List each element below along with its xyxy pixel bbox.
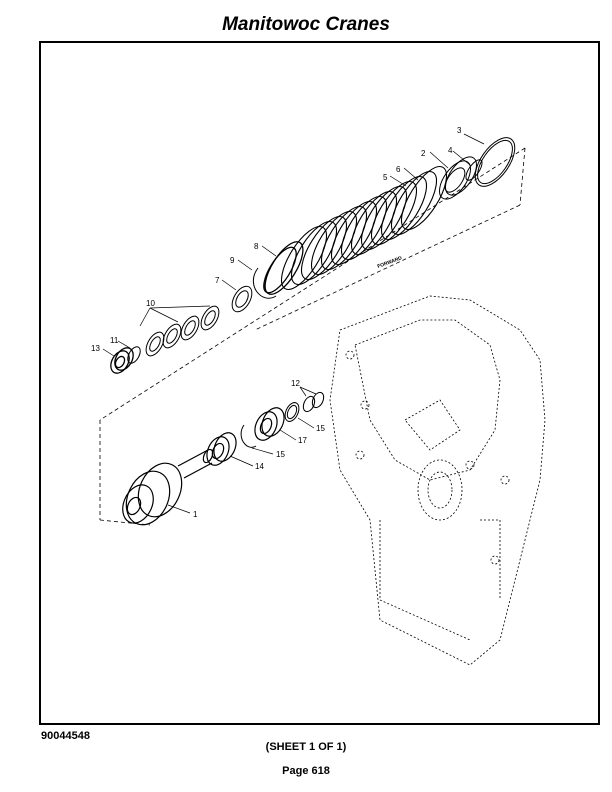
ring-15-upper <box>284 402 300 422</box>
diagram-frame <box>39 41 600 725</box>
seal-ring-3 <box>474 137 516 187</box>
callout-3: 3 <box>457 126 462 135</box>
sheet-indicator: (SHEET 1 OF 1) <box>265 741 347 753</box>
callout-17: 17 <box>298 436 307 445</box>
piston-8 <box>263 241 304 295</box>
callout-4: 4 <box>448 146 453 155</box>
bearing-14 <box>206 432 237 466</box>
callout-13: 13 <box>91 344 100 353</box>
assembly-boundary <box>99 147 526 526</box>
callout-15-upper: 15 <box>316 424 325 433</box>
page-title: Manitowoc Cranes <box>222 14 390 35</box>
callout-5: 5 <box>383 173 388 182</box>
callout-14: 14 <box>255 462 264 471</box>
housing-outline <box>329 295 546 666</box>
seal-7 <box>231 285 253 313</box>
bearing-13 <box>110 347 134 374</box>
callout-9: 9 <box>230 256 235 265</box>
clutch-plate-pack <box>280 166 448 290</box>
callout-6: 6 <box>396 165 401 174</box>
callout-11: 11 <box>110 336 119 345</box>
callout-12: 12 <box>291 379 300 388</box>
page-number: Page 618 <box>282 765 330 777</box>
ring-11 <box>127 346 141 364</box>
bearing-17 <box>254 407 285 441</box>
snap-ring-16 <box>240 424 257 448</box>
snap-ring-4 <box>465 159 483 181</box>
callout-7: 7 <box>215 276 220 285</box>
forward-label: FORWARD <box>377 255 404 270</box>
callout-1: 1 <box>193 510 198 519</box>
shaft-gear-1 <box>122 448 214 526</box>
part-number: 90044548 <box>41 730 90 742</box>
callout-16: 15 <box>276 450 285 459</box>
washer-set-10 <box>145 305 220 357</box>
callout-8: 8 <box>254 242 259 251</box>
leader-lines <box>102 133 485 514</box>
callout-2: 2 <box>421 149 426 158</box>
snap-ring-9 <box>252 267 277 299</box>
callout-10: 10 <box>146 299 155 308</box>
rings-12 <box>302 391 325 413</box>
